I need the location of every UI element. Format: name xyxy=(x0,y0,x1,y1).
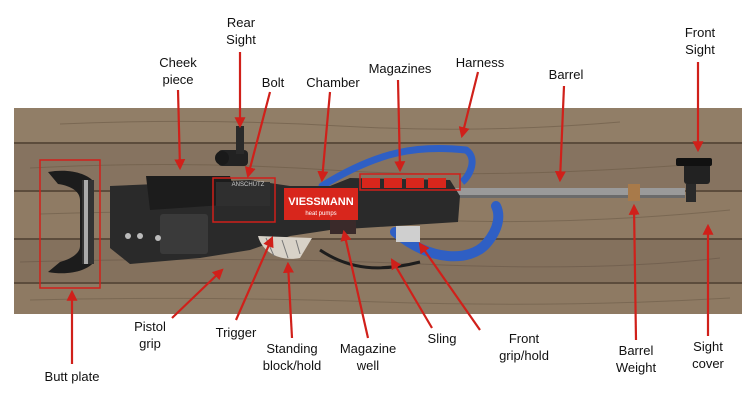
arrow-pistol-grip xyxy=(171,268,224,319)
arrow-bolt xyxy=(244,91,272,179)
arrow-standing-block xyxy=(282,261,294,339)
stock-text: ANSCHÜTZ xyxy=(232,181,265,188)
rear-sight-art xyxy=(215,126,248,166)
arrow-sling xyxy=(390,258,433,329)
label-sight-cover: Sight cover xyxy=(692,339,724,371)
label-rear-sight: Rear Sight xyxy=(226,15,256,47)
label-bolt: Bolt xyxy=(261,75,285,90)
label-butt-plate: Butt plate xyxy=(44,369,100,384)
barrel-assembly xyxy=(455,158,712,202)
label-pistol-grip: Pistol grip xyxy=(134,319,166,351)
label-magazine-well: Magazine well xyxy=(339,341,397,373)
arrow-harness xyxy=(458,71,480,139)
label-standing-block: Standing block/hold xyxy=(262,341,322,373)
label-chamber: Chamber xyxy=(306,75,360,90)
label-sling: Sling xyxy=(427,331,457,346)
label-barrel: Barrel xyxy=(548,67,584,82)
banner-subtitle: heat pumps xyxy=(305,211,336,217)
label-magazines: Magazines xyxy=(368,61,432,76)
arrow-magazine-well xyxy=(340,229,370,339)
arrow-trigger xyxy=(234,235,274,321)
arrow-cheek-piece xyxy=(174,89,186,171)
label-cheek-piece: Cheek piece xyxy=(159,55,197,87)
label-harness: Harness xyxy=(455,55,505,70)
butt-plate-art xyxy=(48,170,94,274)
callout-arrows xyxy=(66,52,714,364)
label-trigger: Trigger xyxy=(215,325,257,340)
label-front-sight: Front Sight xyxy=(684,25,716,57)
label-barrel-weight: Barrel Weight xyxy=(615,343,657,375)
magazines-highlight xyxy=(359,173,461,191)
magazines-art xyxy=(362,178,446,188)
arrow-barrel-weight xyxy=(628,203,640,341)
banner-brand: VIESSMANN xyxy=(288,196,353,208)
label-front-grip: Front grip/hold xyxy=(499,331,549,363)
butt-plate-highlight xyxy=(39,159,101,289)
bolt-highlight xyxy=(212,177,276,223)
arrow-front-grip xyxy=(418,242,481,331)
arrow-magazines xyxy=(394,79,406,173)
arrow-chamber xyxy=(317,91,332,183)
arrow-barrel xyxy=(554,85,566,183)
sponsor-banner: VIESSMANN heat pumps ANSCHÜTZ xyxy=(232,181,358,220)
